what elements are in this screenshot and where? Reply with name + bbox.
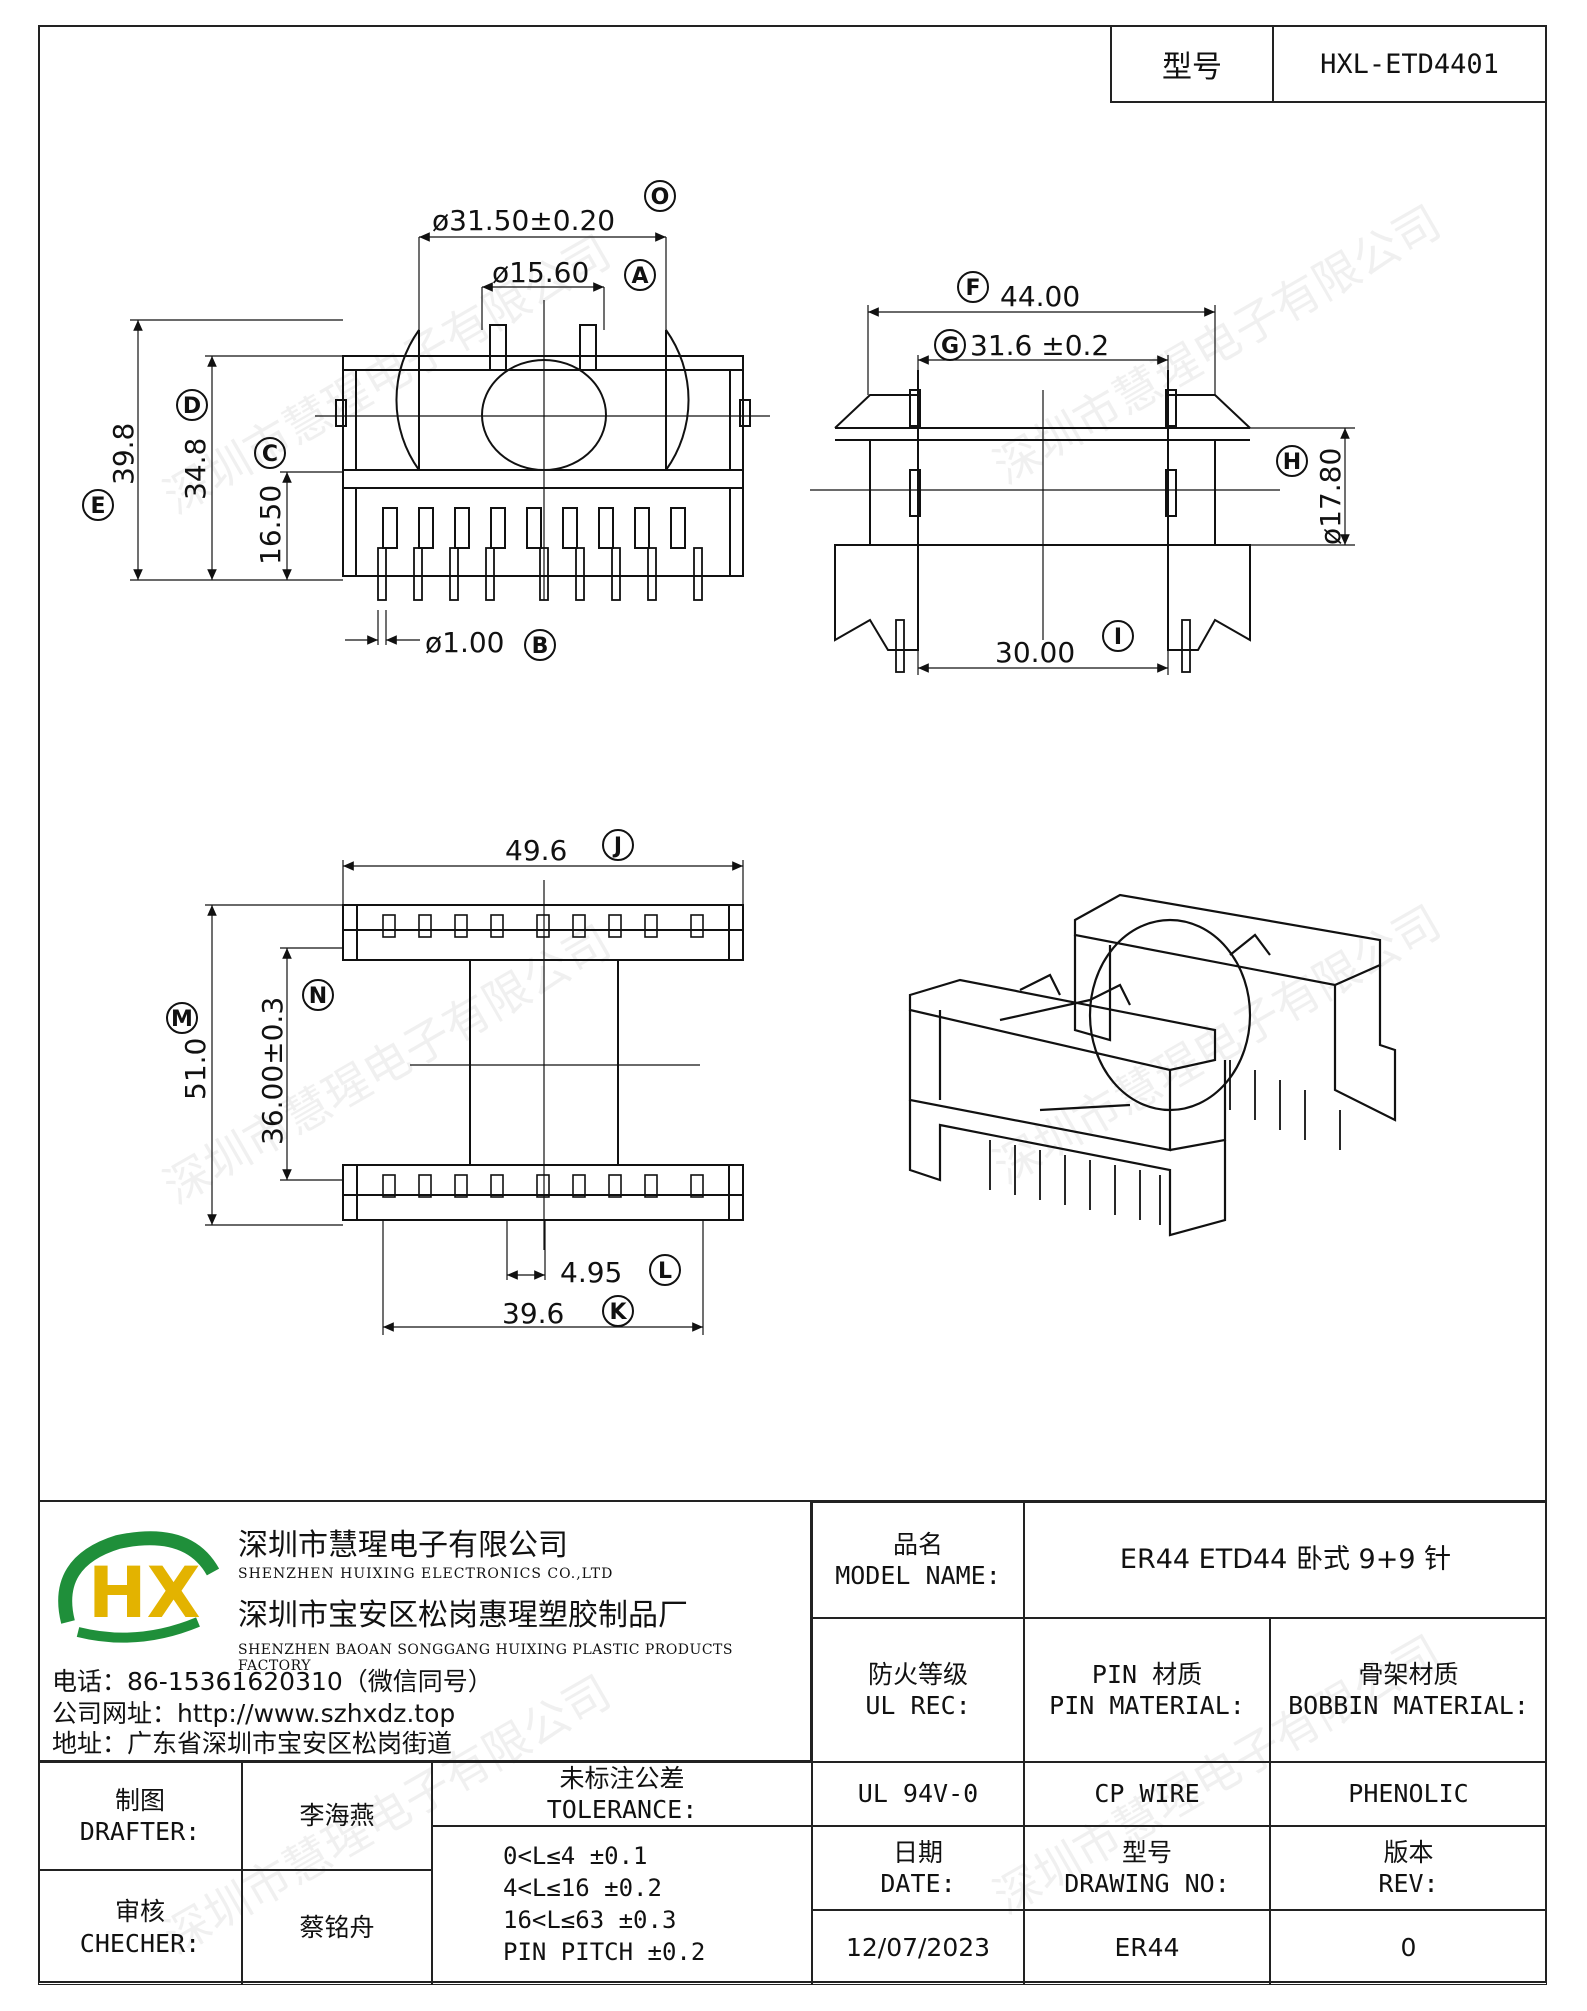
company-website: 公司网址：http://www.szhxdz.top [52, 1699, 456, 1728]
dim-N: 36.00±0.3 [256, 997, 289, 1145]
marker-K: K [602, 1295, 634, 1327]
tolerance-line: PIN PITCH ±0.2 [503, 1938, 706, 1966]
svg-text:M: M [171, 1007, 193, 1032]
dim-E: 39.8 [107, 423, 140, 485]
svg-text:I: I [1114, 625, 1122, 650]
dim-B: ø1.00 [425, 626, 504, 659]
marker-H: H [1276, 445, 1308, 477]
date-value: 12/07/2023 [812, 1910, 1024, 1985]
dim-C: 16.50 [254, 485, 287, 565]
model-name-value: ER44 ETD44 卧式 9+9 针 [1024, 1502, 1547, 1618]
model-label: 型号 [1112, 27, 1274, 101]
pin-material-value: CP WIRE [1024, 1762, 1270, 1826]
marker-B: B [524, 629, 556, 661]
isometric-view [908, 893, 1397, 1237]
company-info: HX 深圳市慧瑆电子有限公司 SHENZHEN HUIXING ELECTRON… [38, 1502, 812, 1762]
dim-M: 51.0 [179, 1038, 212, 1100]
svg-text:E: E [90, 494, 105, 519]
marker-N: N [302, 979, 334, 1011]
company-logo: HX [58, 1531, 220, 1643]
checker-value: 蔡铭舟 [242, 1870, 432, 1985]
front-view [130, 232, 770, 645]
model-box: 型号 HXL-ETD4401 [1110, 25, 1547, 103]
bobbin-material-value: PHENOLIC [1270, 1762, 1547, 1826]
svg-text:O: O [651, 185, 670, 210]
svg-text:D: D [183, 394, 201, 419]
dim-H: ø17.80 [1314, 448, 1347, 545]
svg-text:G: G [941, 334, 959, 359]
marker-I: I [1102, 620, 1134, 652]
marker-L: L [649, 1254, 681, 1286]
tolerance-line: 0<L≤4 ±0.1 [503, 1842, 648, 1870]
dim-J: 49.6 [505, 834, 567, 867]
marker-G: G [934, 329, 966, 361]
svg-text:C: C [262, 442, 278, 467]
company-address: 地址：广东省深圳市宝安区松岗街道 [52, 1729, 453, 1758]
svg-text:J: J [612, 834, 622, 859]
dim-F: 44.00 [1000, 280, 1080, 313]
svg-text:B: B [532, 634, 549, 659]
dim-L: 4.95 [560, 1256, 622, 1289]
svg-text:K: K [609, 1300, 627, 1325]
dim-G: 31.6 ±0.2 [970, 329, 1109, 362]
marker-M: M [166, 1002, 198, 1034]
marker-O: O [644, 180, 676, 212]
tolerance-line: 16<L≤63 ±0.3 [503, 1906, 677, 1934]
dim-D: 34.8 [179, 438, 212, 500]
marker-C: C [254, 437, 286, 469]
marker-F: F [957, 271, 989, 303]
svg-text:H: H [1283, 450, 1301, 475]
marker-D: D [176, 389, 208, 421]
company-name-en: SHENZHEN HUIXING ELECTRONICS CO.,LTD [238, 1566, 614, 1582]
factory-name-cn: 深圳市宝安区松岗惠瑆塑胶制品厂 [238, 1598, 688, 1633]
company-phone: 电话：86-15361620310（微信同号） [52, 1667, 493, 1696]
rev-value: 0 [1270, 1910, 1547, 1985]
technical-drawing: ø31.50±0.20 ø15.60 ø1.00 44.00 31.6 ±0.2… [82, 180, 1397, 1335]
svg-text:HX: HX [88, 1552, 201, 1634]
top-view [205, 860, 744, 1335]
title-block: HX 深圳市慧瑆电子有限公司 SHENZHEN HUIXING ELECTRON… [38, 1500, 1547, 1985]
svg-text:A: A [631, 264, 648, 289]
tolerance-table: 0<L≤4 ±0.1 4<L≤16 ±0.2 16<L≤63 ±0.3 PIN … [432, 1826, 812, 1985]
model-value: HXL-ETD4401 [1320, 48, 1499, 80]
marker-E: E [82, 489, 114, 521]
company-name-cn: 深圳市慧瑆电子有限公司 [238, 1528, 568, 1563]
dim-A: ø15.60 [492, 256, 589, 289]
dim-O: ø31.50±0.20 [432, 204, 615, 237]
marker-A: A [624, 259, 656, 291]
svg-text:L: L [658, 1259, 672, 1284]
drawing-no-value: ER44 [1024, 1910, 1270, 1985]
dim-K: 39.6 [502, 1297, 564, 1330]
marker-J: J [602, 829, 634, 861]
factory-name-en: SHENZHEN BAOAN SONGGANG HUIXING PLASTIC … [238, 1642, 733, 1674]
svg-text:N: N [309, 984, 327, 1009]
side-view [810, 305, 1355, 675]
drafter-value: 李海燕 [242, 1762, 432, 1870]
tolerance-line: 4<L≤16 ±0.2 [503, 1874, 662, 1902]
svg-text:F: F [965, 276, 980, 301]
dim-I: 30.00 [995, 636, 1075, 669]
ul-rec-value: UL 94V-0 [812, 1762, 1024, 1826]
drawing-frame [38, 25, 1547, 1983]
